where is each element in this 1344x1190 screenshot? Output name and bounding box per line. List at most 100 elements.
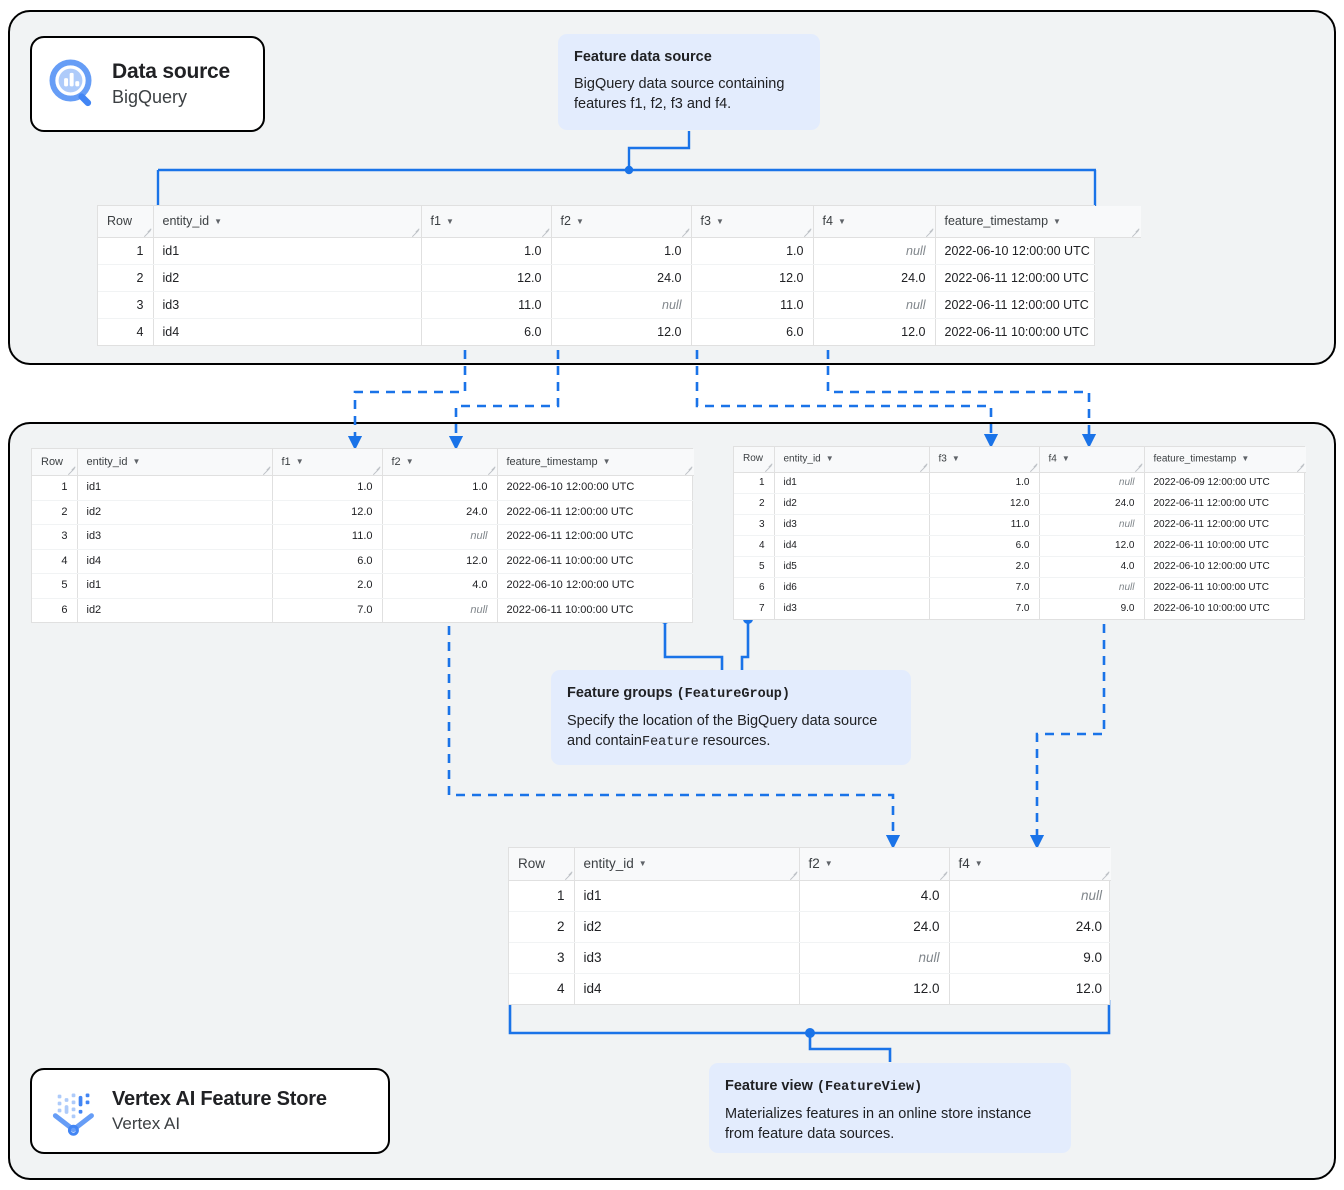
chevron-down-icon[interactable]: ▼ — [295, 457, 304, 467]
table-cell-Row: 3 — [734, 514, 775, 536]
column-header-label: entity_id — [783, 453, 821, 465]
column-resize-handle[interactable] — [541, 228, 549, 236]
chevron-down-icon[interactable]: ▼ — [214, 216, 222, 226]
column-resize-handle[interactable] — [411, 228, 419, 236]
chevron-down-icon[interactable]: ▼ — [715, 216, 724, 226]
chevron-down-icon[interactable]: ▼ — [405, 457, 414, 467]
column-resize-handle[interactable] — [764, 463, 772, 471]
chevron-down-icon[interactable]: ▼ — [575, 216, 584, 226]
chevron-down-icon[interactable]: ▼ — [951, 454, 960, 463]
table-cell-entity_id: id3 — [153, 291, 422, 319]
column-resize-handle[interactable] — [925, 228, 933, 236]
table-cell-f2: 24.0 — [551, 264, 692, 292]
table-cell-entity_id: id1 — [77, 573, 273, 599]
table-cell-Row: 6 — [734, 577, 775, 599]
chevron-down-icon[interactable]: ▼ — [638, 859, 647, 869]
chevron-down-icon[interactable]: ▼ — [445, 216, 454, 226]
chevron-down-icon[interactable]: ▼ — [837, 216, 846, 226]
column-header-entity_id[interactable]: entity_id ▼ — [774, 447, 930, 473]
column-resize-handle[interactable] — [803, 228, 811, 236]
column-header-feature_timestamp[interactable]: feature_timestamp ▼ — [497, 449, 694, 477]
column-resize-handle[interactable] — [564, 871, 572, 879]
column-header-Row[interactable]: Row — [509, 848, 575, 882]
table-cell-entity_id: id3 — [774, 598, 930, 619]
chevron-down-icon[interactable]: ▼ — [825, 454, 834, 463]
table-cell-entity_id: id1 — [574, 880, 800, 913]
column-header-entity_id[interactable]: entity_id▼ — [574, 848, 800, 882]
column-header-label: feature_timestamp — [1153, 453, 1237, 465]
column-header-feature_timestamp[interactable]: feature_timestamp ▼ — [1144, 447, 1306, 473]
column-header-label: feature_timestamp — [506, 456, 598, 468]
column-resize-handle[interactable] — [1134, 463, 1142, 471]
column-header-f2[interactable]: f2▼ — [382, 449, 498, 477]
column-resize-handle[interactable] — [67, 466, 75, 474]
column-resize-handle[interactable] — [487, 466, 495, 474]
column-header-Row[interactable]: Row — [32, 449, 78, 477]
table-cell-feature_timestamp: 2022-06-09 12:00:00 UTC — [1144, 472, 1306, 494]
table-cell-f4: 12.0 — [813, 318, 936, 345]
column-resize-handle[interactable] — [143, 228, 151, 236]
chevron-down-icon[interactable]: ▼ — [1241, 454, 1250, 463]
chevron-down-icon[interactable]: ▼ — [132, 457, 141, 467]
column-resize-handle[interactable] — [372, 466, 380, 474]
column-resize-handle[interactable] — [1296, 463, 1304, 471]
table-cell-f4: null — [1039, 514, 1145, 536]
column-resize-handle[interactable] — [919, 463, 927, 471]
column-header-entity_id[interactable]: entity_id▼ — [153, 206, 422, 238]
column-resize-handle[interactable] — [681, 228, 689, 236]
chevron-down-icon[interactable]: ▼ — [824, 859, 833, 869]
column-header-f4[interactable]: f4▼ — [1039, 447, 1145, 473]
column-header-entity_id[interactable]: entity_id▼ — [77, 449, 273, 477]
column-header-f4[interactable]: f4▼ — [949, 848, 1111, 882]
column-resize-handle[interactable] — [1131, 228, 1139, 236]
column-header-f3[interactable]: f3▼ — [691, 206, 814, 238]
column-resize-handle[interactable] — [684, 466, 692, 474]
column-header-f3[interactable]: f3▼ — [929, 447, 1040, 473]
chevron-down-icon[interactable]: ▼ — [1061, 454, 1070, 463]
column-header-Row[interactable]: Row — [734, 447, 775, 473]
callout-feature-view: Feature view (FeatureView) Materializes … — [709, 1063, 1071, 1153]
chevron-down-icon[interactable]: ▼ — [974, 859, 983, 869]
column-resize-handle[interactable] — [262, 466, 270, 474]
column-header-Row[interactable]: Row — [98, 206, 154, 238]
column-header-feature_timestamp[interactable]: feature_timestamp▼ — [935, 206, 1141, 238]
column-resize-handle[interactable] — [939, 871, 947, 879]
column-header-label: f2 — [560, 214, 571, 228]
column-resize-handle[interactable] — [1101, 871, 1109, 879]
column-header-f2[interactable]: f2▼ — [799, 848, 950, 882]
column-header-f1[interactable]: f1▼ — [272, 449, 383, 477]
column-header-f1[interactable]: f1▼ — [421, 206, 552, 238]
column-resize-handle[interactable] — [789, 871, 797, 879]
table-cell-f4: 9.0 — [949, 942, 1111, 975]
column-header-f4[interactable]: f4▼ — [813, 206, 936, 238]
column-header-f2[interactable]: f2 ▼ — [551, 206, 692, 238]
chevron-down-icon[interactable]: ▼ — [602, 457, 611, 467]
column-resize-handle[interactable] — [1029, 463, 1037, 471]
chevron-down-icon[interactable]: ▼ — [1053, 216, 1061, 226]
